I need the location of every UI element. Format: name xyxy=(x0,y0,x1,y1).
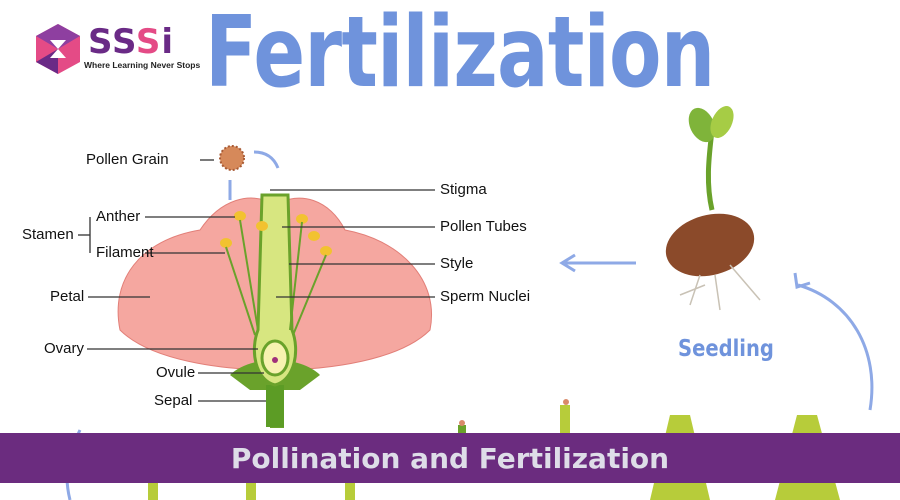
label-filament: Filament xyxy=(96,244,154,261)
banner-text: Pollination and Fertilization xyxy=(230,441,670,475)
pollen-grain-icon xyxy=(219,145,245,171)
label-seedling: Seedling xyxy=(678,336,774,362)
label-lines xyxy=(78,159,435,402)
label-pollen-tubes: Pollen Tubes xyxy=(440,218,527,235)
label-style: Style xyxy=(440,255,474,272)
label-ovule: Ovule xyxy=(156,364,196,381)
label-stamen: Stamen xyxy=(22,226,74,243)
label-pollen-grain: Pollen Grain xyxy=(86,151,169,168)
seedling-illustration xyxy=(665,106,761,311)
label-stigma: Stigma xyxy=(440,181,487,198)
caption-banner: Pollination and Fertilization xyxy=(0,433,900,483)
label-ovary: Ovary xyxy=(44,340,85,357)
logo-wordmark: SSSi xyxy=(88,22,175,62)
label-petal: Petal xyxy=(50,288,85,305)
label-anther: Anther xyxy=(96,208,141,225)
page-title: Fertilization xyxy=(205,0,715,110)
logo-tagline: Where Learning Never Stops xyxy=(84,60,201,70)
flower-illustration xyxy=(117,193,432,427)
logo-icon xyxy=(36,24,80,74)
label-sepal: Sepal xyxy=(154,392,193,409)
label-sperm-nuclei: Sperm Nuclei xyxy=(440,288,531,305)
